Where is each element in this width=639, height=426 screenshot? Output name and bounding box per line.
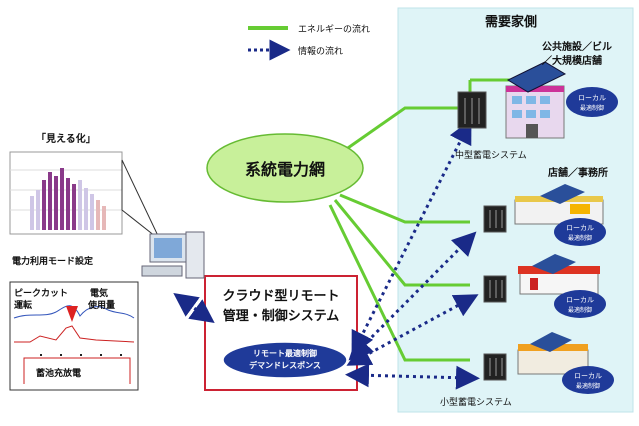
large-facility-label-2: ／大規模店舗 [542,54,602,67]
cloud-title-line2: 管理・制御システム [223,308,340,324]
remote-control-line1: リモート最適制御 [253,348,317,358]
solar-panel-large [506,61,567,93]
shop-office-label: 店舗／事務所 [548,166,608,179]
local-control-1-line1: ローカル [578,94,606,102]
small-storage-label: 小型蓄電システム [440,396,512,408]
legend-info-label: 情報の流れ [298,45,343,57]
computer-icon [141,231,205,279]
local-control-4 [562,366,614,394]
peak-cut-label-2: 運転 [14,299,32,311]
solar-panel-shop2 [532,254,576,274]
visual-title: 「見える化」 [36,132,96,145]
remote-control-ellipse [222,341,348,379]
local-control-1 [566,87,618,117]
medium-storage-label: 中型蓄電システム [455,149,527,161]
remote-control-line2: デマンドレスポンス [249,360,321,370]
local-control-3 [554,290,606,318]
demand-side-title: 需要家側 [485,14,537,30]
cloud-title-line1: クラウド型リモート [222,288,339,304]
legend-energy-label: エネルギーの流れ [298,23,370,35]
usage-label-1: 電気 [90,287,108,299]
battery-shop2-icon [483,275,507,303]
local-control-4-line2: 最適制御 [576,382,600,390]
info-line-shop3 [345,363,480,390]
local-control-1-line2: 最適制御 [580,104,604,112]
local-control-2 [554,218,606,246]
battery-shop3-icon [483,353,507,381]
local-control-3-line2: 最適制御 [568,306,592,314]
local-control-4-line1: ローカル [574,372,602,380]
battery-charge-label: 蓄池充放電 [36,367,81,379]
local-control-2-line2: 最適制御 [568,234,592,242]
callout-pointer [121,159,161,241]
solar-panel-shop3 [530,332,572,352]
shop-building-2-icon [518,254,600,295]
usage-label-2: 使用量 [87,299,115,311]
solar-panel-shop1 [540,184,585,204]
battery-shop1-icon [483,205,507,233]
info-line-shop2 [346,294,479,366]
large-facility-label-1: 公共施設／ビル [542,40,612,53]
power-grid-label: 系統電力網 [245,160,325,179]
large-building-icon [505,61,567,139]
medium-battery-icon [457,91,487,129]
mode-setting-label: 電力利用モード設定 [12,255,94,267]
info-line-pc [173,292,215,324]
local-control-3-line1: ローカル [566,296,594,304]
local-control-2-line1: ローカル [566,224,594,232]
bar-chart-thumbnail [9,151,123,235]
peak-cut-label-1: ピークカット [14,287,68,299]
shop-building-1-icon [514,184,604,225]
legend: エネルギーの流れ 情報の流れ [248,23,370,61]
info-flow-lines [173,119,480,390]
usage-chart-thumbnail [9,281,139,391]
